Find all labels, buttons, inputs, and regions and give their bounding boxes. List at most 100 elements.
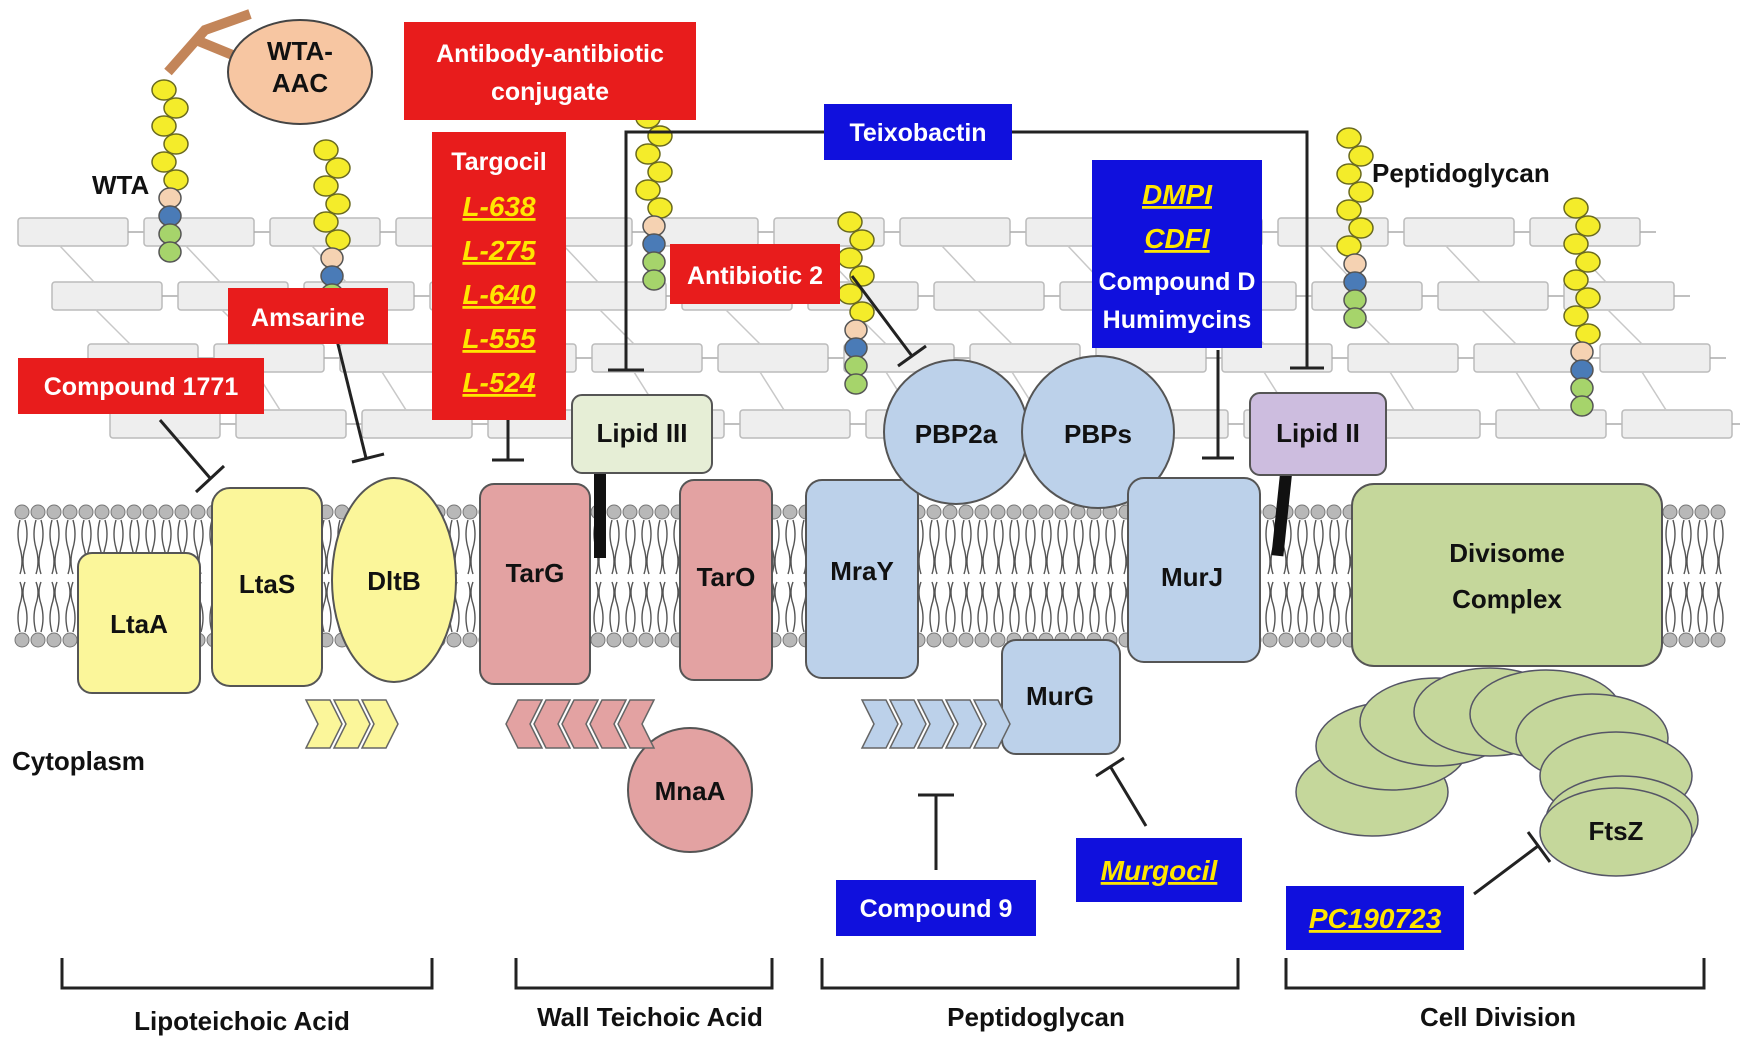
lipid-head-inner [990, 632, 1006, 648]
ltaa-protein [77, 552, 201, 694]
lipid-tail [1686, 519, 1692, 575]
lipid-tail [1713, 581, 1719, 633]
lipid-tail [641, 581, 647, 633]
lipid-tail [17, 519, 23, 575]
lipid-head-inner [654, 632, 670, 648]
lipid-tail [1313, 581, 1319, 633]
lipid-tail [22, 581, 28, 633]
lipid-tail [1062, 581, 1068, 633]
peptide-crosslink [381, 371, 407, 411]
lipid-tail [1110, 519, 1116, 575]
antibody-icon: WTA- AAC [164, 9, 373, 125]
lipid-head-outer [174, 504, 190, 520]
glycan-bead [325, 157, 351, 179]
linkage-bead [158, 187, 182, 209]
linkage-bead [158, 205, 182, 227]
lipid-tail [1078, 519, 1084, 575]
lipid-tail [1345, 519, 1351, 575]
lipid-head-outer [158, 504, 174, 520]
linkage-bead [1343, 253, 1367, 275]
glycan-bead [1336, 235, 1362, 257]
lipid-head-inner [958, 632, 974, 648]
lipid-tail [1670, 519, 1676, 575]
lipid-head-inner [30, 632, 46, 648]
lipid-tail [918, 581, 924, 633]
linkage-bead [844, 355, 868, 377]
lipid-tail [1665, 581, 1671, 633]
peptide-crosslink [563, 245, 599, 283]
lipid-tail [70, 519, 76, 575]
murgocil-label: Murgocil [1101, 855, 1219, 886]
lipid-head-outer [1038, 504, 1054, 520]
glycan-strand [1621, 409, 1733, 439]
lipid-tail [646, 519, 652, 575]
glycan-bead [313, 175, 339, 197]
lipid-head-inner [1694, 632, 1710, 648]
lipid-tail [1265, 581, 1271, 633]
lipid-head-outer [1694, 504, 1710, 520]
lipid-tail [609, 581, 615, 633]
glycan-strand [1599, 343, 1711, 373]
lipid-head-outer [606, 504, 622, 520]
lipid-head-outer [1294, 504, 1310, 520]
peptide-crosslink [59, 245, 95, 283]
targocil-analog-label: L-275 [462, 235, 536, 266]
compound9-box [836, 880, 1036, 936]
lipid-tail [1014, 519, 1020, 575]
lipid-head-outer [14, 504, 30, 520]
lipid-tail [22, 519, 28, 575]
linkage-bead [642, 215, 666, 237]
dltb-protein [331, 477, 457, 683]
pbp2a-label: PBP2a [915, 419, 998, 449]
lipid-head-inner [1710, 632, 1726, 648]
lipid2-anchor [1271, 467, 1293, 557]
gene-arrow [533, 699, 572, 749]
cytoplasm-label: Cytoplasm [12, 746, 145, 776]
lipid-tail [646, 581, 652, 633]
lipid-tail [1329, 581, 1335, 633]
taro-label: TarO [697, 562, 756, 592]
lipid-tail [977, 519, 983, 575]
lipid-tail [662, 519, 668, 575]
taro-protein [679, 479, 773, 681]
glycan-bead [1575, 287, 1601, 309]
peptide-crosslink [599, 309, 635, 345]
lipid-tail [945, 581, 951, 633]
lipid-tail [961, 519, 967, 575]
pc190723-label: PC190723 [1309, 903, 1442, 934]
dltb-label: DltB [367, 566, 420, 596]
lipid-tail [1030, 581, 1036, 633]
lipid-head-outer [782, 504, 798, 520]
lipid-tail [1121, 581, 1127, 633]
lta-gene-arrows [304, 699, 399, 749]
cdfi-label: CDFI [1144, 223, 1211, 254]
lipid-tail [1702, 581, 1708, 633]
lipid-tail [1073, 519, 1079, 575]
lipid-tail [1014, 581, 1020, 633]
lipid-head-inner [1678, 632, 1694, 648]
section-cell-division: Cell Division [1420, 1002, 1576, 1032]
lipid-head-outer [1710, 504, 1726, 520]
linkage-bead [1570, 377, 1594, 399]
lipid-tail [65, 581, 71, 633]
lipid-tail [790, 581, 796, 633]
lipid-tail [1702, 519, 1708, 575]
lipid-tail [38, 581, 44, 633]
lipid-head-outer [990, 504, 1006, 520]
pbps-protein [1021, 355, 1175, 509]
mray-protein [805, 479, 919, 679]
linkage-bead [1343, 307, 1367, 329]
lipid-tail [982, 581, 988, 633]
glycan-bead [163, 169, 189, 191]
peptide-crosslink [185, 245, 221, 283]
lipid-head-inner [622, 632, 638, 648]
lipid-tail [1713, 519, 1719, 575]
glycan-bead [1348, 145, 1374, 167]
peptide-crosslink [1607, 309, 1643, 345]
ftsz-label: FtsZ [1589, 816, 1644, 846]
targocil-analog-label: L-640 [462, 279, 536, 310]
lipid-tail [1334, 519, 1340, 575]
lipid-tail [1046, 581, 1052, 633]
lipid-tail [966, 581, 972, 633]
lipid-tail [54, 581, 60, 633]
